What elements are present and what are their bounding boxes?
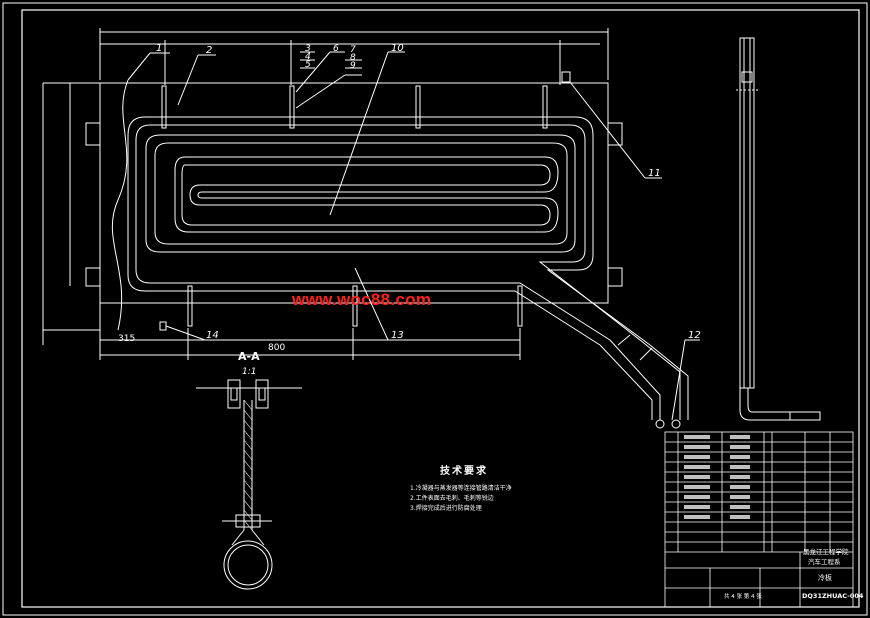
title-dept: 汽车工程系 — [808, 557, 841, 566]
callout-12: 12 — [688, 330, 701, 341]
bottom-dimensions — [42, 300, 521, 360]
callout-14: 14 — [206, 330, 219, 341]
callout-9: 9 — [350, 61, 356, 71]
callout-7: 7 — [350, 45, 356, 55]
title-sheet: 共 4 张 第 4 张 — [724, 592, 762, 600]
title-school: 黑龙江工程学院 — [803, 547, 849, 556]
clamps — [159, 71, 571, 331]
tech-req-line-1: 1.冷凝器与蒸发器等连接管路清洁干净 — [410, 484, 512, 492]
callout-10: 10 — [391, 43, 404, 54]
side-view — [736, 37, 821, 421]
tech-req-line-2: 2.工件表面去毛刺、毛刺等锐边 — [410, 494, 494, 502]
parts-list-fills — [684, 435, 750, 519]
dimension-800: 800 — [268, 343, 285, 353]
main-view — [42, 28, 623, 331]
title-drawing-no: DQ31ZHUAC-004 — [802, 592, 864, 600]
leader-lines — [127, 51, 700, 421]
drawing-text: 1 2 3 4 5 6 7 8 9 10 11 12 13 14 315 800… — [118, 43, 864, 600]
callout-8: 8 — [350, 53, 356, 63]
tech-req-title: 技术要求 — [440, 464, 488, 477]
parts-list — [664, 431, 854, 608]
watermark: www.woc88.com — [292, 290, 432, 309]
callout-5: 5 — [305, 60, 311, 70]
callout-3: 3 — [305, 44, 311, 54]
title-part-name: 冷板 — [818, 573, 832, 582]
callout-11: 11 — [648, 168, 661, 179]
callout-4: 4 — [305, 52, 311, 62]
section-view — [196, 379, 302, 590]
section-scale: 1:1 — [242, 367, 256, 377]
callout-1: 1 — [156, 43, 162, 54]
section-title: A-A — [238, 350, 260, 363]
inner-border — [21, 9, 860, 608]
serpentine-tubes — [127, 116, 689, 429]
tech-req-line-3: 3.焊接完成后进行防腐处理 — [410, 504, 482, 512]
dimension-315: 315 — [118, 334, 135, 344]
callout-13: 13 — [391, 330, 404, 341]
callout-6: 6 — [333, 44, 339, 54]
callout-2: 2 — [206, 45, 212, 56]
